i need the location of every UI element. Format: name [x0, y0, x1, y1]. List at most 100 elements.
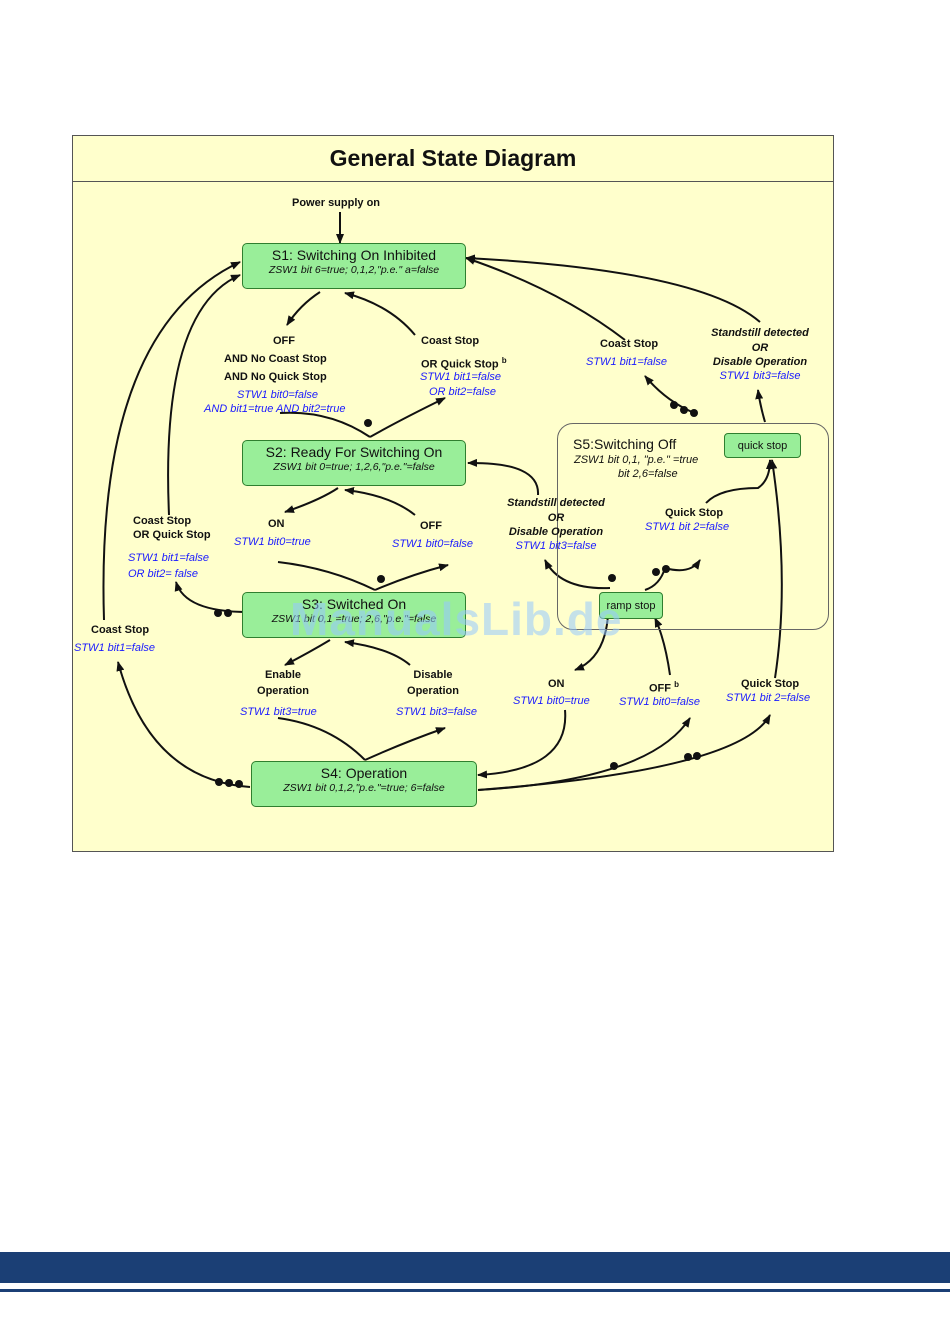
priority-dot: [693, 752, 701, 760]
arrow-s3-s4-en-a: [284, 639, 331, 666]
coast-stop-s5-label: Coast Stop: [600, 338, 659, 350]
coast-stop-s3-condition: STW1 bit1=false: [128, 552, 210, 564]
priority-dot: [224, 609, 232, 617]
state-s3-flags: ZSW1 bit 0,1 =true; 2,6,"p.e."=false: [271, 613, 437, 625]
off-label: OFF: [273, 335, 295, 347]
or-quick-stop-label: OR Quick Stop b: [421, 356, 507, 371]
state-s4: S4: Operation ZSW1 bit 0,1,2,"p.e."=true…: [251, 761, 477, 807]
state-quick-stop: quick stop: [724, 433, 801, 458]
or-bit2-s3-condition: OR bit2= false: [128, 568, 199, 580]
or-quick-stop-s3-label: OR Quick Stop: [133, 529, 211, 541]
arrow-rs-on: [574, 614, 609, 671]
arrow-s4-quickstop: [477, 714, 771, 791]
off-s3-label: OFF: [420, 520, 442, 532]
stw1-bit0-false-label: STW1 bit0=false: [237, 389, 319, 401]
arrow-s1-s2-off: [286, 291, 321, 326]
priority-dot: [215, 778, 223, 786]
arrow-s4-s3-dis-a: [344, 639, 411, 666]
enable-operation-condition: STW1 bit3=true: [240, 706, 317, 718]
arrow-s4-qs: [769, 459, 783, 679]
on-s4-condition: STW1 bit0=true: [513, 695, 590, 707]
state-s5-name: S5:Switching Off: [573, 436, 677, 452]
state-s1-flags: ZSW1 bit 6=true; 0,1,2,"p.e." a=false: [268, 264, 440, 276]
quick-stop-s4-label: Quick Stop: [741, 678, 800, 690]
standstill-rs-label: Standstill detected: [507, 497, 605, 509]
arrow-rs-standstill-b: [544, 559, 611, 590]
coast-stop-s4-label: Coast Stop: [91, 624, 150, 636]
on-s4-label: ON: [548, 678, 565, 690]
arrow-s3-s4-en-b: [277, 717, 366, 761]
quick-stop-s4-condition: STW1 bit 2=false: [726, 692, 811, 704]
arrow-off-rs: [654, 617, 671, 676]
off-s4-condition: STW1 bit0=false: [619, 696, 701, 708]
priority-dot: [608, 574, 616, 582]
arrow-coast-top: [465, 257, 626, 341]
priority-dot: [225, 779, 233, 787]
arrow-s3-s2-off-b: [374, 563, 449, 591]
s5-switching-off-region: [557, 423, 829, 630]
arrow-on-s4: [477, 709, 567, 779]
priority-dot: [684, 753, 692, 761]
state-s4-name: S4: Operation: [320, 765, 408, 781]
arrow-s2-s1-coast: [344, 291, 416, 336]
footer-band: [0, 1252, 950, 1283]
priority-dot: [235, 780, 243, 788]
priority-dot: [214, 609, 222, 617]
on-label: ON: [268, 518, 285, 530]
disable-label: Disable: [413, 669, 453, 681]
state-ramp-stop: ramp stop: [599, 592, 663, 619]
standstill-rs-disable: Disable Operation: [508, 526, 604, 538]
state-s5-flags-1: ZSW1 bit 0,1, "p.e." =true: [574, 454, 699, 466]
coast-stop-s5-condition: STW1 bit1=false: [586, 356, 668, 368]
arrow-loop2-s1: [167, 274, 241, 516]
arrow-qs-standstill: [755, 389, 766, 423]
state-s1-name: S1: Switching On Inhibited: [271, 247, 437, 263]
quick-stop-rs-label: Quick Stop: [665, 507, 724, 519]
arrow-s3-s1-coast: [174, 581, 249, 613]
state-s5-flags-2: bit 2,6=false: [618, 468, 678, 480]
off-s4-label: OFF b: [649, 680, 679, 695]
enable-operation-label: Operation: [257, 685, 309, 697]
standstill-qs-label: Standstill detected: [711, 327, 809, 339]
arrow-s2-s3-on-a: [284, 487, 339, 513]
priority-dot: [670, 401, 678, 409]
stw1-bit1-false-label: STW1 bit1=false: [420, 371, 502, 383]
power-supply-label: Power supply on: [292, 197, 381, 209]
priority-dot: [364, 419, 372, 427]
arrow-qs-b: [705, 459, 774, 504]
standstill-qs-disable: Disable Operation: [712, 356, 808, 368]
off-s3-condition: STW1 bit0=false: [392, 538, 474, 550]
manualslib-watermark: ManualsLib.de: [290, 593, 623, 645]
stw1-bit0-true-label: STW1 bit0=true: [234, 536, 311, 548]
arrow-standstill-s1: [465, 254, 761, 323]
arrow-s1-s2-off-b: [279, 411, 371, 438]
no-quick-stop-label: AND No Quick Stop: [224, 371, 327, 383]
disable-operation-label: Operation: [407, 685, 459, 697]
state-s2-flags: ZSW1 bit 0=true; 1,2,6,"p.e."=false: [273, 461, 435, 473]
arrow-s2-s1-coast-b: [369, 397, 446, 438]
state-s3: S3: Switched On ZSW1 bit 0,1 =true; 2,6,…: [242, 592, 466, 638]
arrow-s3-s2-off-a: [344, 487, 416, 516]
priority-dot: [680, 406, 688, 414]
standstill-qs-or: OR: [751, 342, 769, 354]
priority-dot: [662, 565, 670, 573]
enable-label: Enable: [264, 669, 302, 681]
disable-operation-condition: STW1 bit3=false: [396, 706, 478, 718]
arrow-s4-s1-coast: [116, 661, 251, 788]
standstill-qs-condition: STW1 bit3=false: [719, 370, 801, 382]
priority-dot: [610, 762, 618, 770]
no-coast-stop-label: AND No Coast Stop: [224, 353, 327, 365]
priority-dot: [377, 575, 385, 583]
arrow-rs-s2-standstill: [467, 458, 540, 496]
priority-dot: [690, 409, 698, 417]
arrow-s4-s3-dis-b: [364, 727, 446, 761]
diagram-title: General State Diagram: [73, 136, 833, 182]
state-s4-flags: ZSW1 bit 0,1,2,"p.e."=true; 6=false: [283, 782, 445, 794]
bit1-bit2-true-label: AND bit1=true AND bit2=true: [204, 403, 346, 415]
quick-stop-rs-condition: STW1 bit 2=false: [645, 521, 730, 533]
or-bit2-false-label: OR bit2=false: [429, 386, 496, 398]
coast-stop-s4-condition: STW1 bit1=false: [74, 642, 156, 654]
coast-stop-s3-label: Coast Stop: [133, 515, 192, 527]
arrow-left-loop-s1: [102, 261, 241, 621]
